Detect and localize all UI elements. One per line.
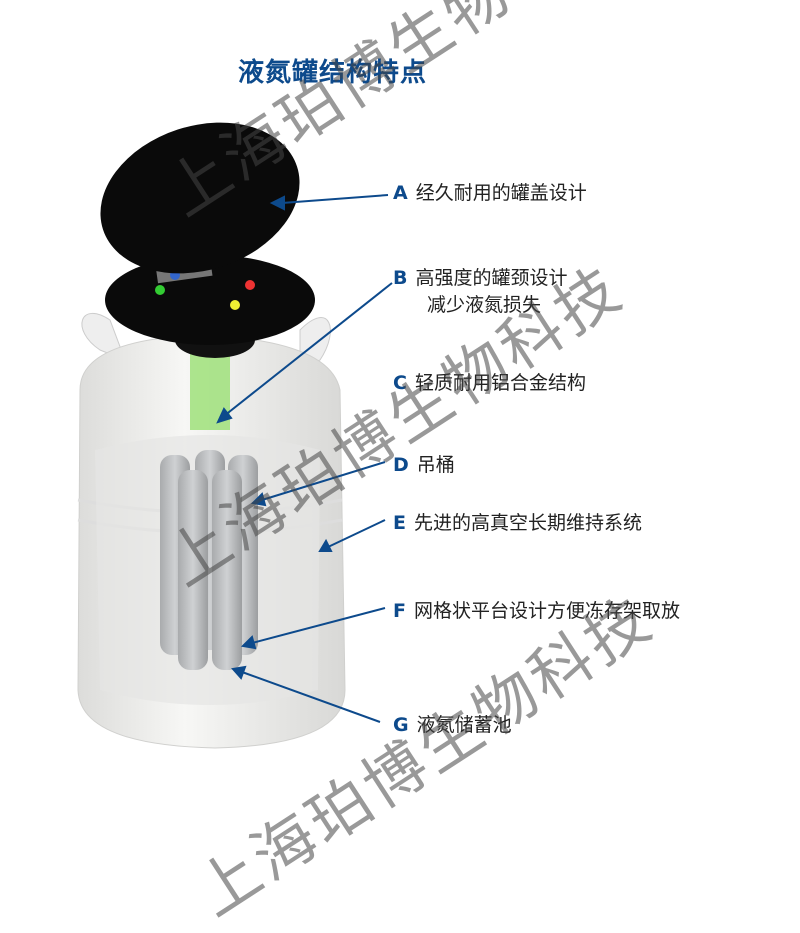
lid	[100, 122, 300, 274]
tank-illustration	[77, 122, 393, 749]
left-handle	[81, 313, 126, 361]
label-b-line2: 减少液氮损失	[427, 294, 542, 316]
canisters	[160, 450, 258, 670]
callout-arrows	[216, 194, 393, 723]
page-title: 液氮罐结构特点	[238, 58, 428, 88]
